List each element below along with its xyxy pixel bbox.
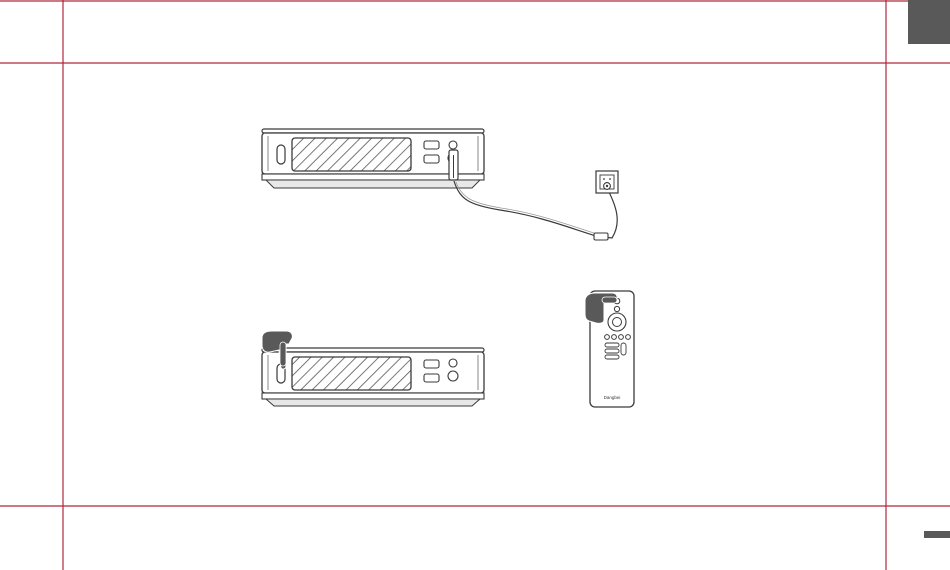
projector-port — [424, 374, 439, 382]
projector-port — [424, 360, 439, 368]
projector-port — [448, 371, 458, 381]
remote-brand-label: Dangbei — [604, 395, 621, 400]
projector-front — [262, 348, 484, 406]
projector-port — [449, 359, 457, 367]
projector-grille — [292, 357, 411, 390]
